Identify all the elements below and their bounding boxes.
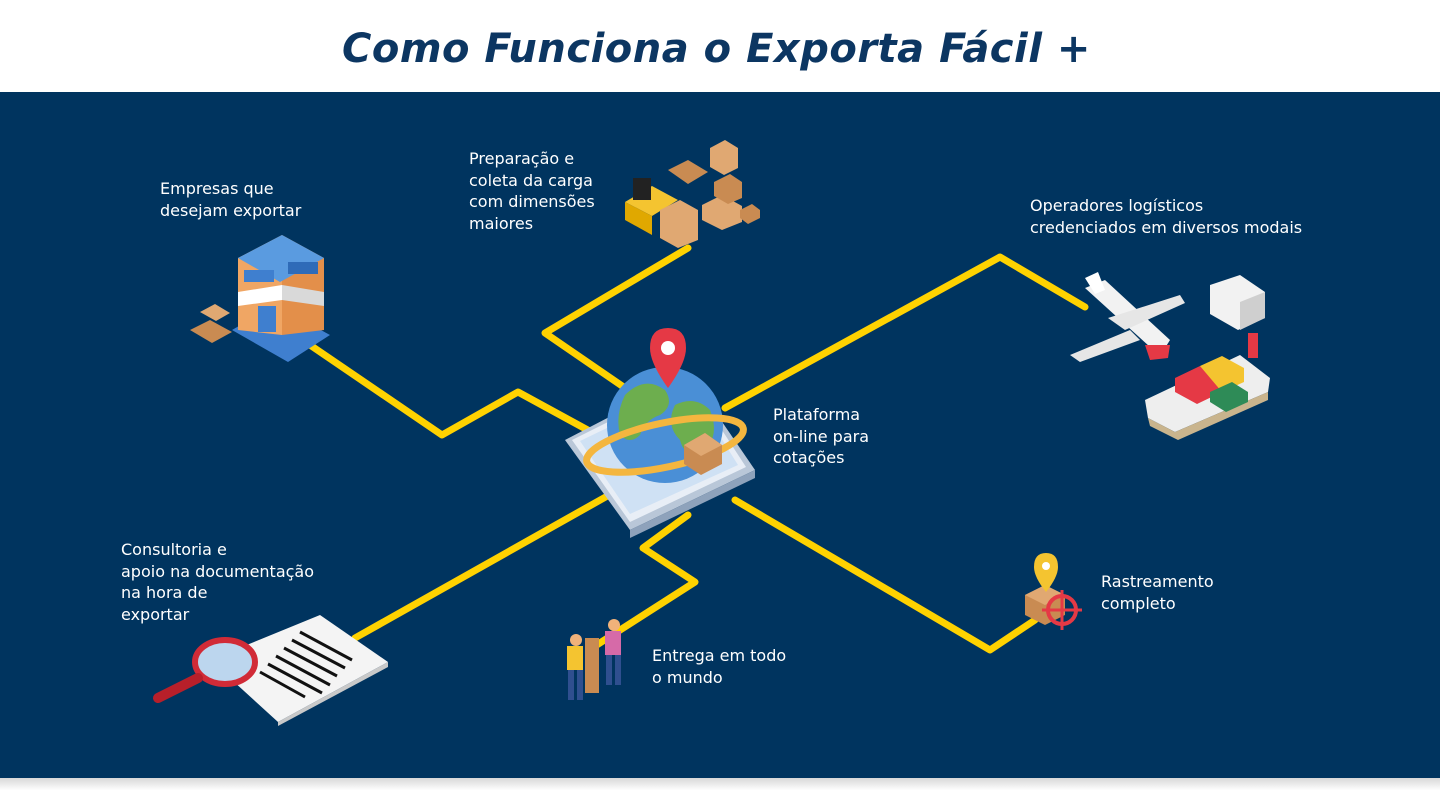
label-consultoria: Consultoria e apoio na documentação na h… — [121, 540, 315, 624]
connector-consultoria — [351, 486, 622, 642]
connector-rastreamento — [731, 496, 1039, 654]
label-empresas: Empresas que desejam exportar — [160, 179, 302, 220]
store-building-icon — [190, 235, 330, 362]
connector-operadores — [721, 253, 1089, 412]
connector-entrega — [588, 511, 699, 652]
forklift-boxes-icon — [625, 140, 760, 248]
document-magnifier-icon — [153, 615, 388, 726]
label-rastreamento: Rastreamento completo — [1101, 572, 1214, 613]
label-plataforma: Plataforma on-line para cotações — [773, 405, 870, 467]
connector-empresas — [306, 341, 632, 456]
label-operadores: Operadores logísticos credenciados em di… — [1030, 196, 1303, 237]
delivery-people-icon — [567, 619, 621, 700]
globe-phone-location-icon — [565, 328, 755, 538]
connector-preparacao — [541, 244, 692, 394]
connector-lines — [306, 244, 1089, 654]
label-entrega: Entrega em todo o mundo — [652, 646, 787, 687]
header: Como Funciona o Exporta Fácil + — [0, 0, 1440, 92]
label-preparacao: Preparação e coleta da carga com dimensõ… — [469, 149, 595, 233]
airplane-truck-ship-icon — [1070, 272, 1270, 440]
package-tracking-icon — [1025, 553, 1082, 630]
bottom-shadow — [0, 778, 1440, 809]
page-title: Como Funciona o Exporta Fácil + — [342, 26, 1091, 72]
